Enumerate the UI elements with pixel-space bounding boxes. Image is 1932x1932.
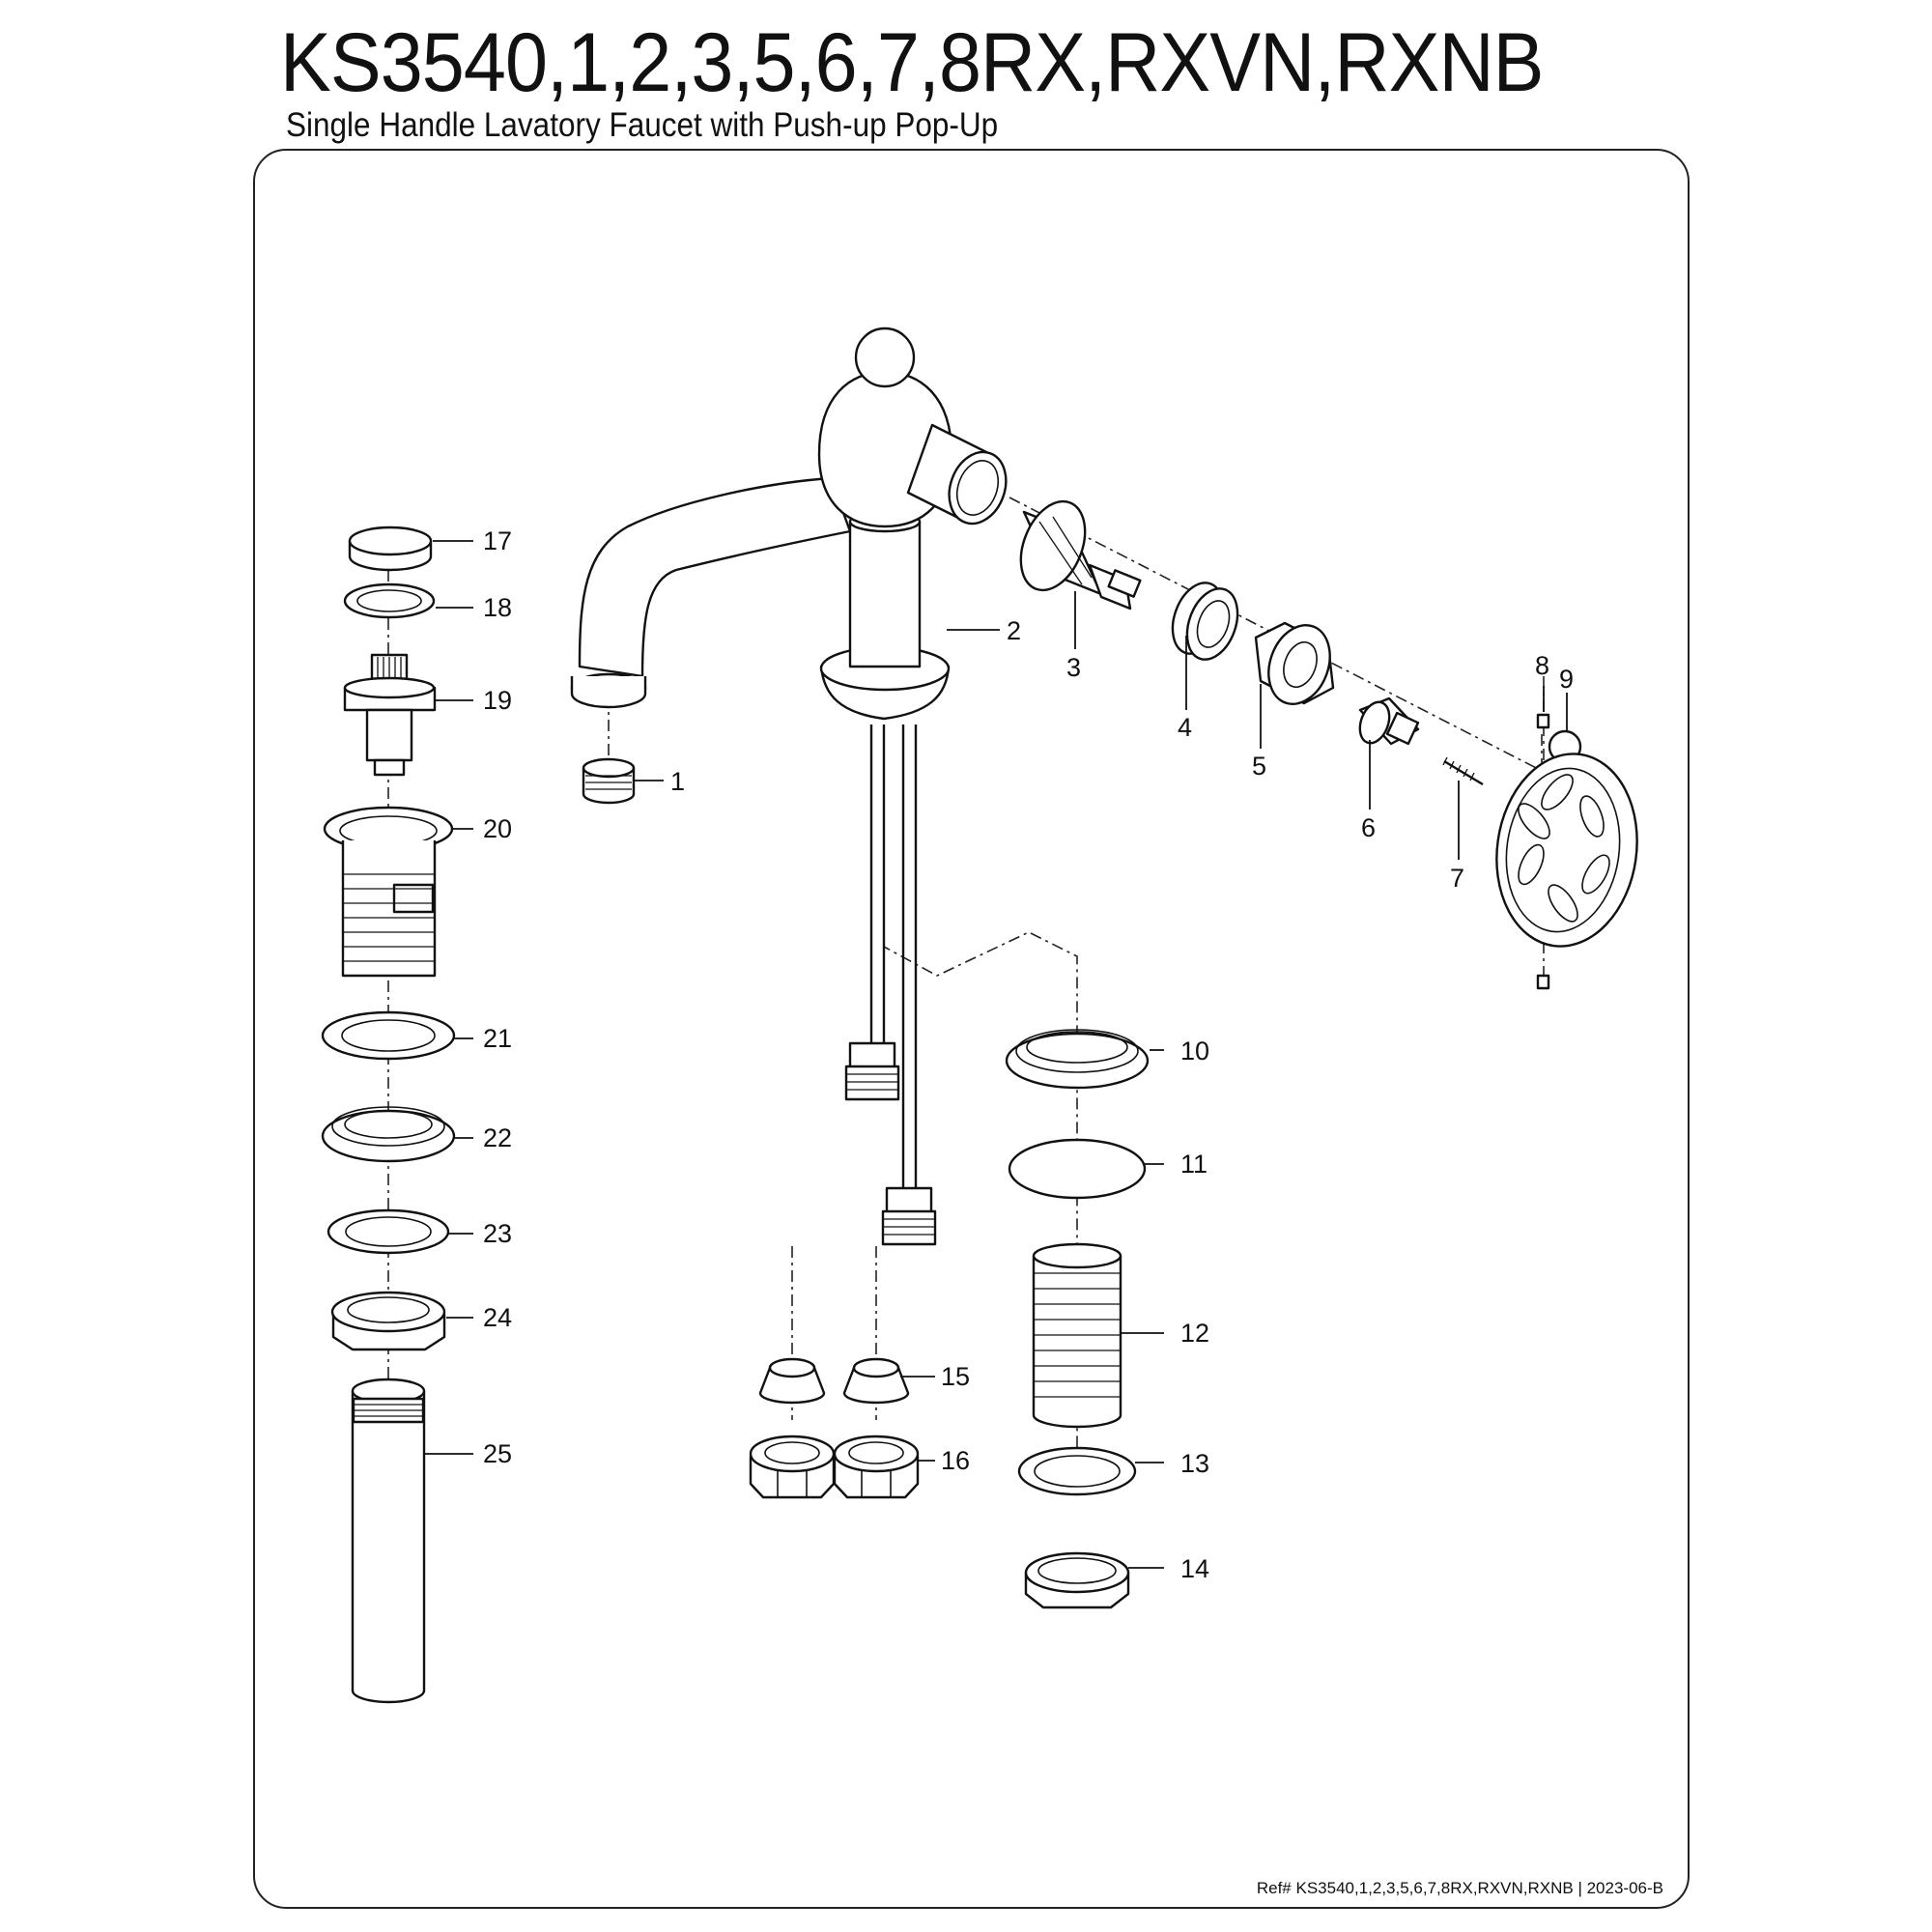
callout-14: 14	[1180, 1554, 1209, 1583]
callout-7: 7	[1450, 864, 1464, 893]
callout-6: 6	[1361, 813, 1376, 842]
part-12-threaded-shank	[1032, 1242, 1122, 1429]
leader-lines	[424, 540, 1568, 1569]
callout-23: 23	[483, 1219, 512, 1248]
part-22-washer	[321, 1106, 456, 1163]
callout-9: 9	[1559, 665, 1574, 694]
callout-13: 13	[1180, 1449, 1209, 1478]
diagram-frame	[253, 149, 1690, 1909]
part-15-ferrule-left	[758, 1357, 826, 1405]
part-15-ferrule-right	[842, 1357, 910, 1405]
part-23-gasket	[327, 1208, 450, 1255]
part-7-screw	[1442, 756, 1484, 786]
part-21-gasket	[321, 1010, 456, 1061]
page-title: KS3540,1,2,3,5,6,7,8RX,RXVN,RXNB	[280, 16, 1544, 109]
part-16-nut-left	[749, 1435, 836, 1499]
callout-5: 5	[1252, 752, 1266, 781]
part-5-escutcheon	[1254, 621, 1335, 705]
center-lines	[387, 497, 1547, 1449]
part-16-nut-right	[833, 1435, 920, 1499]
callout-20: 20	[483, 814, 512, 843]
callout-15: 15	[941, 1362, 970, 1391]
callout-22: 22	[483, 1123, 512, 1152]
part-8-set-screw-top	[1536, 713, 1550, 729]
callout-25: 25	[483, 1439, 512, 1468]
part-19-stopper-body	[343, 653, 437, 777]
callout-11: 11	[1180, 1150, 1208, 1179]
callout-labels: 1 2 3 4 5 6 7 8 9 10 11 12 13 14 15 16 1…	[483, 526, 1574, 1583]
callout-3: 3	[1066, 653, 1081, 682]
callout-17: 17	[483, 526, 512, 555]
callout-21: 21	[483, 1024, 512, 1053]
part-17-cap	[348, 526, 433, 572]
callout-12: 12	[1180, 1319, 1209, 1348]
part-13-washer	[1017, 1446, 1137, 1496]
part-1-aerator	[582, 757, 636, 805]
callout-18: 18	[483, 593, 512, 622]
part-20-drain-flange	[323, 806, 454, 978]
callout-10: 10	[1180, 1037, 1209, 1065]
part-2-faucet-body	[570, 327, 1008, 1246]
part-25-tailpiece	[351, 1378, 426, 1704]
part-11-o-ring	[1008, 1138, 1147, 1200]
part-24-nut	[330, 1291, 446, 1351]
part-8-set-screw-bottom	[1536, 974, 1550, 990]
callout-1: 1	[670, 767, 685, 796]
callout-8: 8	[1535, 651, 1549, 680]
callout-19: 19	[483, 686, 512, 715]
part-4-bonnet-nut	[1171, 582, 1239, 661]
reference-footer: Ref# KS3540,1,2,3,5,6,7,8RX,RXVN,RXNB | …	[1256, 1879, 1663, 1897]
page-subtitle: Single Handle Lavatory Faucet with Push-…	[286, 106, 999, 144]
callout-16: 16	[941, 1446, 970, 1475]
callout-2: 2	[1007, 616, 1021, 645]
part-9-wheel-handle	[1495, 729, 1638, 948]
part-14-mount-nut	[1024, 1551, 1130, 1609]
callout-24: 24	[483, 1303, 512, 1332]
part-18-seal	[343, 582, 436, 619]
callout-4: 4	[1178, 713, 1192, 742]
part-10-mount-washer	[1005, 1029, 1150, 1090]
part-6-adapter	[1358, 696, 1420, 746]
part-3-cartridge	[1019, 499, 1142, 611]
